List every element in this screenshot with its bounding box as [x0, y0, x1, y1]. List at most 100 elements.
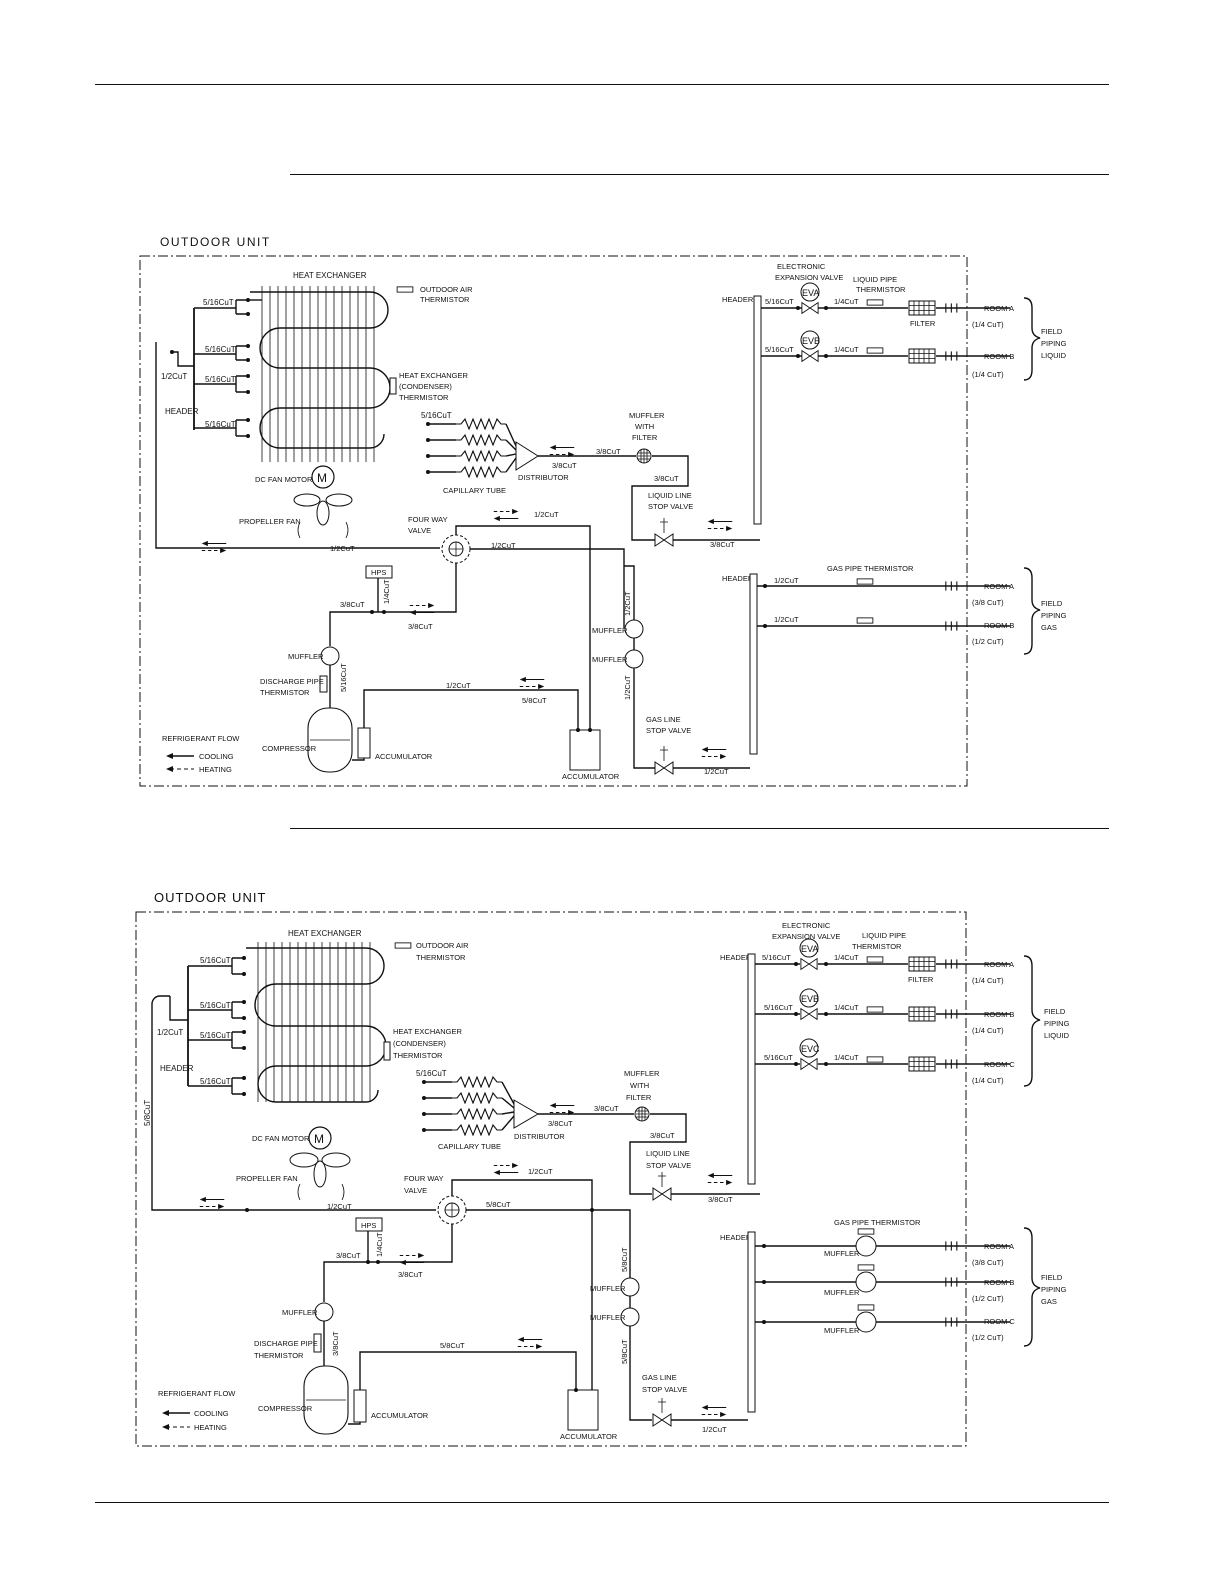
d2-acc-label: ACCUMULATOR — [560, 1432, 618, 1441]
d2-liquid-stop-valve-icon — [652, 1187, 672, 1201]
d2-lpt-1: LIQUID PIPE — [862, 931, 906, 940]
d1-dist-label: DISTRIBUTOR — [518, 473, 569, 482]
d1-eva-label: EVA — [802, 288, 819, 298]
d1-dpt-size: 5/16CuT — [339, 663, 348, 692]
d2-gas-room-c: ROOM C — [984, 1317, 1015, 1326]
d1-fan-motor-icon: M — [293, 465, 353, 539]
d1-filter-label: FILTER — [910, 319, 936, 328]
d2-field-liq-2: PIPING — [1044, 1019, 1070, 1028]
d2-hx-label: HEAT EXCHANGER — [288, 929, 362, 938]
d1-hx-thermistor-icon — [389, 377, 397, 395]
diagram2-hx-header: 5/16CuT 5/16CuT 5/16CuT 5/16CuT 1/2CuT H… — [143, 956, 436, 1212]
d2-mwf-out-size: 3/8CuT — [650, 1131, 675, 1140]
d1-muffler-in-size: 3/8CuT — [596, 447, 621, 456]
d2-field-liq-3: LIQUID — [1044, 1031, 1070, 1040]
d1-legend: REFRIGERANT FLOW COOLING HEATING — [162, 734, 240, 774]
d1-gb-size: 1/2CuT — [774, 615, 799, 624]
d1-hps-box — [365, 565, 393, 579]
d2-four-way-valve: FOUR WAY VALVE 1/2CuT 5/8CuT 1/2CuT — [199, 1162, 631, 1278]
d2-lc-size-2: 1/4CuT — [834, 1053, 859, 1062]
diagram2-title: OUTDOOR UNIT — [154, 890, 266, 905]
d1-gm2-label: MUFFLER — [592, 655, 628, 664]
d1-pipe-label-3: 5/16CuT — [205, 375, 236, 384]
d2-hx-thermistor-icon — [383, 1041, 391, 1061]
d2-gpt: GAS PIPE THERMISTOR — [834, 1218, 921, 1227]
d2-disch-size: 3/8CuT — [336, 1251, 361, 1260]
d1-oat-1: OUTDOOR AIR — [420, 285, 473, 294]
d2-gas-muffler-a-icon — [855, 1235, 877, 1257]
d1-gsv-out-size: 1/2CuT — [704, 767, 729, 776]
d1-lsv-out-size: 3/8CuT — [710, 540, 735, 549]
section-rule-1 — [290, 174, 1109, 175]
d2-return-size: 1/2CuT — [327, 1202, 352, 1211]
d2-gm1-label: MUFFLER — [590, 1284, 626, 1293]
d2-hps-label: HPS — [361, 1221, 376, 1230]
d2-filter-a-icon — [908, 956, 936, 972]
d1-mwf-out-size: 3/8CuT — [654, 474, 679, 483]
diagram-2: OUTDOOR UNIT HEAT EXCHANGER — [135, 890, 1070, 1447]
d2-accumulator-icon — [567, 1389, 599, 1431]
d2-lsv-out-size: 3/8CuT — [708, 1195, 733, 1204]
d1-acc-small-label: ACCUMULATOR — [375, 752, 433, 761]
d1-gm-size: 1/2CuT — [623, 591, 632, 616]
d1-outdoor-air-thermistor-icon — [396, 286, 414, 293]
d1-liq-room-b-size: (1/4 CuT) — [972, 370, 1004, 379]
d1-field-gas-2: PIPING — [1041, 611, 1067, 620]
d2-gas-line-c: MUFFLER ROOM C (1/2 CuT) — [755, 1304, 1015, 1342]
d1-acc-label: ACCUMULATOR — [562, 772, 620, 781]
d2-dist-label: DISTRIBUTOR — [514, 1132, 565, 1141]
d2-gas-muffler-c-icon — [855, 1311, 877, 1333]
d1-hxt-2: (CONDENSER) — [399, 382, 452, 391]
d2-gmb-label: MUFFLER — [824, 1288, 860, 1297]
d2-gm-size: 5/8CuT — [620, 1247, 629, 1272]
d2-eev-1: ELECTRONIC — [782, 921, 831, 930]
d1-gas-line-b: 1/2CuT ROOM B (1/2 CuT) — [757, 615, 1014, 646]
d2-liq-room-c: ROOM C — [984, 1060, 1015, 1069]
d2-oat-2: THERMISTOR — [416, 953, 466, 962]
d1-la-size-2: 1/4CuT — [834, 297, 859, 306]
d1-gas-room-a: ROOM A — [984, 582, 1014, 591]
d2-liq-room-a: ROOM A — [984, 960, 1014, 969]
d1-gsv-1: GAS LINE — [646, 715, 681, 724]
d2-evc-label: EVC — [801, 1044, 820, 1054]
d1-suction-size: 1/2CuT — [446, 681, 471, 690]
d2-hxt-1: HEAT EXCHANGER — [393, 1027, 462, 1036]
d2-liquid-line-c: 5/16CuT EVC 1/4CuT ROOM C (1/4 CuT) — [755, 1038, 1015, 1085]
d1-dpt-2: THERMISTOR — [260, 688, 310, 697]
d2-mwf-1: MUFFLER — [624, 1069, 660, 1078]
d2-field-gas-2: PIPING — [1041, 1285, 1067, 1294]
diagram-1: OUTDOOR UNIT HEAT EXCHANGER — [139, 235, 1067, 787]
d2-lsv-2: STOP VALVE — [646, 1161, 691, 1170]
d1-gsv-2: STOP VALVE — [646, 726, 691, 735]
d1-disch-size-2: 3/8CuT — [408, 622, 433, 631]
d1-pipe-label-5: 1/2CuT — [161, 372, 187, 381]
d1-eev-b-icon — [801, 350, 819, 362]
d2-hps-box — [355, 1217, 383, 1232]
diagram1-unit-border — [139, 255, 968, 787]
d1-gas-muffler-1-icon — [624, 619, 644, 639]
d1-liq-room-b: ROOM B — [984, 352, 1014, 361]
d1-liquid-line-a: 5/16CuT EVA 1/4CuT FILTER ROOM A (1/4 Cu… — [761, 282, 1014, 329]
d2-fan-motor-icon: M — [289, 1126, 351, 1201]
d2-gmc-label: MUFFLER — [824, 1326, 860, 1335]
d1-legend-heating: HEATING — [199, 765, 232, 774]
d1-filter-a-icon — [908, 300, 936, 316]
d2-gas-room-a-size: (3/8 CuT) — [972, 1258, 1004, 1267]
d1-lb-size: 5/16CuT — [765, 345, 794, 354]
d2-pipe-label-5: 1/2CuT — [157, 1028, 183, 1037]
d1-accumulator-icon — [569, 729, 601, 771]
d1-comp-label: COMPRESSOR — [262, 744, 317, 753]
d1-liquid-header-icon — [753, 295, 762, 525]
d1-field-gas-3: GAS — [1041, 623, 1057, 632]
d1-field-liq-1: FIELD — [1041, 327, 1063, 336]
d2-4wv-out-1: 1/2CuT — [528, 1167, 553, 1176]
d2-evb-label: EVB — [801, 994, 819, 1004]
d2-lb-size-2: 1/4CuT — [834, 1003, 859, 1012]
d2-gas-room-b: ROOM B — [984, 1278, 1014, 1287]
d2-return-size-v: 5/8CuT — [143, 1100, 152, 1126]
d1-cap-size: 5/16CuT — [421, 411, 452, 420]
d1-propeller-label: PROPELLER FAN — [239, 517, 301, 526]
d1-mwf-2: WITH — [635, 422, 654, 431]
d1-liq-room-a-size: (1/4 CuT) — [972, 320, 1004, 329]
diagram1-heat-exchanger: HEAT EXCHANGER — [250, 271, 391, 462]
